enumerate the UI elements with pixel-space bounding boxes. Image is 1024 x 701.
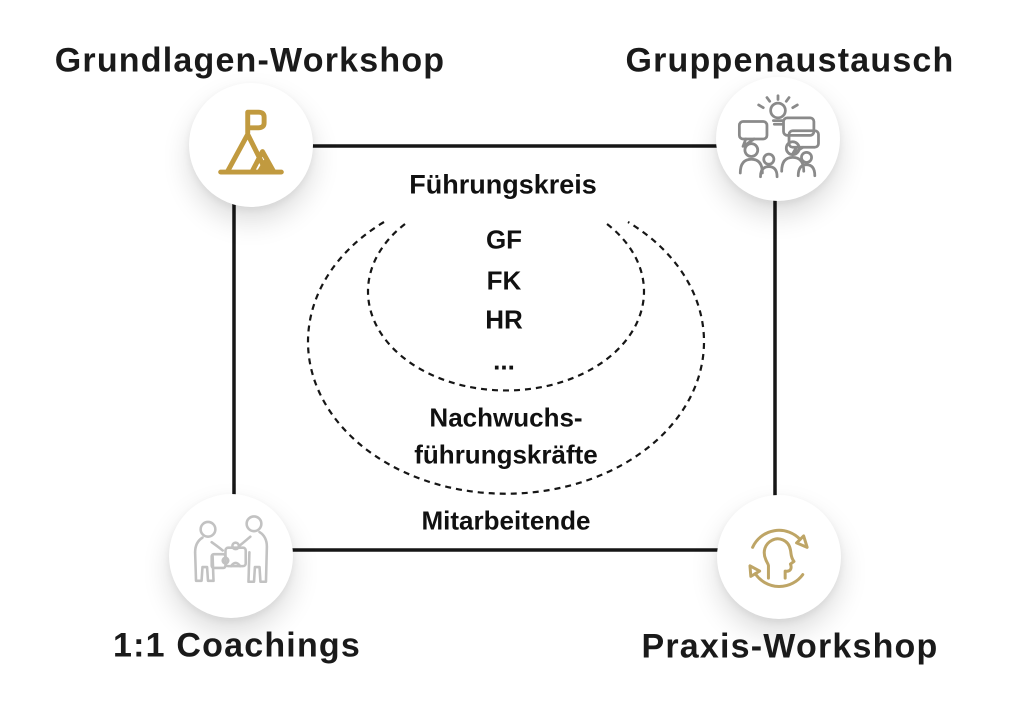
inner-item-fk: FK: [486, 265, 522, 296]
middle-label-line2: führungskräfte: [414, 439, 598, 470]
center-title-fuehrungskreis: Führungskreis: [409, 169, 597, 200]
outer-label-mitarbeitende: Mitarbeitende: [421, 505, 591, 536]
inner-ellipse-arc: [366, 223, 646, 392]
node-grundlagen-workshop: [189, 83, 313, 207]
label-praxis-workshop: Praxis-Workshop: [641, 627, 939, 666]
group-discussion-idea-icon: [737, 94, 820, 179]
head-cycle-icon: [748, 528, 809, 588]
people-puzzle-icon: [193, 515, 269, 584]
node-gruppenaustausch: [716, 77, 840, 201]
label-grundlagen-workshop: Grundlagen-Workshop: [54, 41, 446, 80]
mountain-flag-icon: [218, 109, 284, 175]
outer-ellipse-arc: [306, 221, 706, 495]
middle-label-line1: Nachwuchs-: [429, 402, 583, 433]
inner-item-ellipsis: ...: [493, 345, 515, 376]
label-gruppenaustausch: Gruppenaustausch: [625, 41, 955, 80]
inner-item-gf: GF: [485, 224, 523, 255]
node-1-1-coachings: [169, 494, 293, 618]
node-praxis-workshop: [717, 495, 841, 619]
inner-item-hr: HR: [485, 304, 523, 335]
label-1-1-coachings: 1:1 Coachings: [113, 626, 361, 665]
